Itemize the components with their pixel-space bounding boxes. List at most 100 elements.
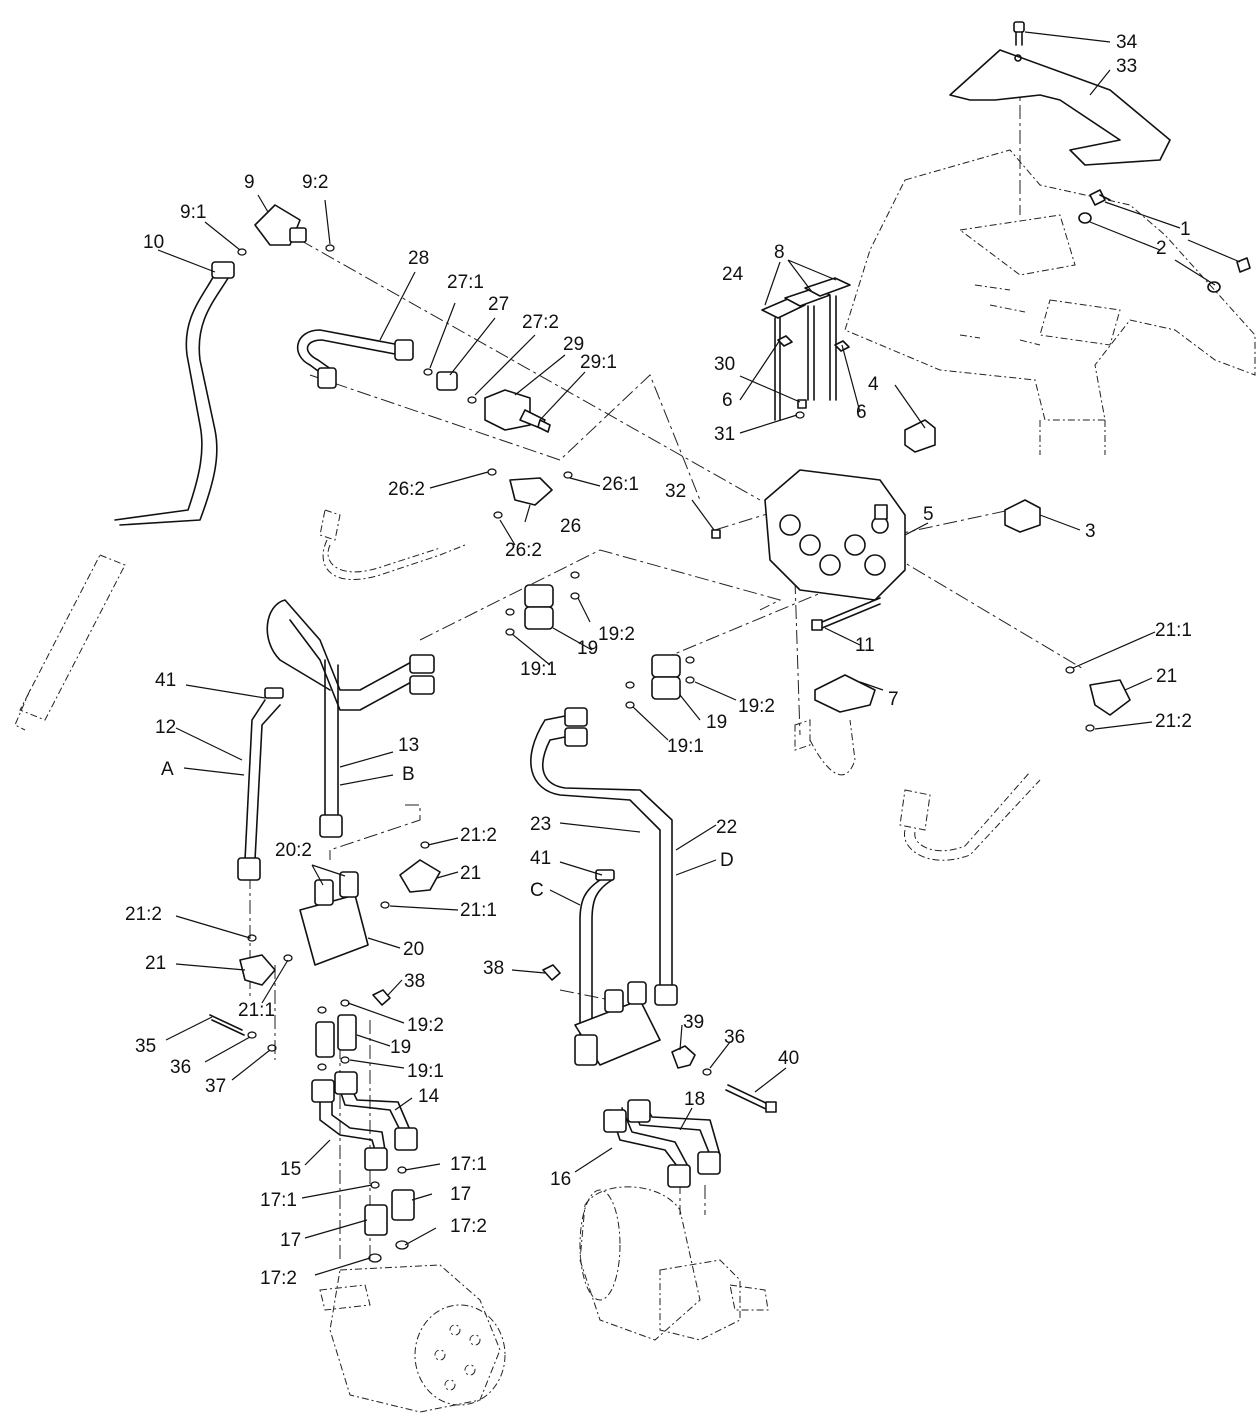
callout-19-block20: 19 (390, 1037, 411, 1058)
callout-26: 26 (560, 516, 581, 537)
part-9-elbow (237, 204, 335, 256)
callout-33: 33 (1116, 56, 1137, 77)
callout-11: 11 (855, 635, 875, 656)
callout-labels: 34 33 1 2 3 4 5 6 6 11 7 24 8 30 31 32 9… (125, 32, 1192, 1289)
callout-21-2-right: 21:2 (1155, 711, 1192, 732)
callout-26-2-lower: 26:2 (505, 540, 542, 561)
callout-12: 12 (155, 717, 176, 738)
callout-14: 14 (418, 1086, 440, 1107)
callout-9-2: 9:2 (302, 172, 328, 193)
part-36-washer-right (702, 1068, 712, 1076)
part-21-elbow-lower-left (239, 934, 293, 986)
part-19-fittings-block20 (315, 999, 357, 1071)
part-1-bolts (1089, 189, 1251, 273)
callout-19-2-block20: 19:2 (407, 1015, 444, 1036)
callout-21-2-left: 21:2 (125, 904, 162, 925)
callout-27-2: 27:2 (522, 312, 559, 333)
callout-B: B (402, 764, 415, 785)
callout-9-1: 9:1 (180, 202, 206, 223)
callout-16: 16 (550, 1169, 571, 1190)
callout-26-1: 26:1 (602, 474, 639, 495)
part-38-nuts (372, 964, 561, 1006)
part-19-fittings-lower (625, 654, 695, 709)
part-4-block (904, 419, 936, 453)
callout-19-upper: 19 (577, 638, 598, 659)
callout-13: 13 (398, 735, 419, 756)
callout-2: 2 (1156, 238, 1167, 259)
part-2-washers (1078, 212, 1221, 293)
callout-32: 32 (665, 481, 686, 502)
part-5-main-valve (764, 469, 906, 601)
callout-38-right: 38 (483, 958, 504, 979)
ghost-line-26 (319, 509, 466, 580)
left-cylinder-ghost (14, 554, 126, 731)
callout-3: 3 (1085, 521, 1096, 542)
callout-19-2-lower: 19:2 (738, 696, 775, 717)
leader-lines (157, 31, 1241, 1276)
callout-6-left: 6 (722, 390, 733, 411)
part-3-block (1004, 499, 1041, 533)
callout-4: 4 (868, 374, 879, 395)
callout-28: 28 (408, 248, 429, 269)
callout-27: 27 (488, 294, 509, 315)
callout-19-1-upper: 19:1 (520, 659, 557, 680)
callout-19-1-lower: 19:1 (667, 736, 704, 757)
part-26-tee (487, 468, 573, 519)
callout-20: 20 (403, 939, 424, 960)
callout-19-2-upper: 19:2 (598, 624, 635, 645)
part-16-18-tubes (603, 1099, 721, 1188)
part-31-washer (795, 411, 805, 419)
callout-31: 31 (714, 424, 735, 445)
assembly-center-lines (249, 55, 1086, 1260)
callout-41-right: 41 (530, 848, 551, 869)
part-40-bolt (725, 1084, 777, 1113)
callout-41-left: 41 (155, 670, 176, 691)
ghost-line-21-right (899, 771, 1041, 861)
callout-18: 18 (684, 1089, 705, 1110)
part-right-valve-block (574, 981, 678, 1066)
callout-21-1-right: 21:1 (1155, 620, 1192, 641)
callout-10: 10 (143, 232, 164, 253)
callout-D: D (720, 850, 734, 871)
callout-29: 29 (563, 334, 584, 355)
callout-1: 1 (1180, 219, 1191, 240)
part-12-13-tubes (237, 599, 435, 881)
part-28-tube (296, 329, 414, 389)
part-29-valve-block (484, 389, 551, 433)
callout-23: 23 (530, 814, 551, 835)
callout-A: A (161, 759, 174, 780)
callout-8: 8 (774, 242, 785, 263)
callout-40: 40 (778, 1048, 799, 1069)
callout-19-1-block20: 19:1 (407, 1061, 444, 1082)
callout-36-left: 36 (170, 1057, 191, 1078)
right-motor-ghost (579, 1186, 769, 1341)
part-20-valve-block (299, 871, 369, 966)
callout-6-right: 6 (856, 402, 867, 423)
part-17-fittings (364, 1166, 415, 1263)
part-33-bracket-plate (949, 49, 1171, 166)
part-27-fitting (423, 368, 477, 404)
callout-17-1-right: 17:1 (450, 1154, 487, 1175)
part-14-15-tubes (311, 1071, 418, 1171)
callout-15: 15 (280, 1159, 301, 1180)
callout-17-2-left: 17:2 (260, 1268, 297, 1289)
ghost-line-7 (794, 719, 856, 776)
part-35-36-37-bolt (209, 1014, 277, 1052)
callout-21-upper: 21 (460, 863, 481, 884)
callout-38-left: 38 (404, 971, 425, 992)
part-19-fittings-upper (505, 571, 580, 636)
callout-17-2-right: 17:2 (450, 1216, 487, 1237)
callout-C: C (530, 880, 544, 901)
part-30-screw (797, 399, 807, 409)
part-32-plug (711, 529, 721, 539)
part-7-switch (814, 674, 876, 713)
callout-21-2-upper: 21:2 (460, 825, 497, 846)
callout-35: 35 (135, 1036, 156, 1057)
part-10-tube (114, 261, 235, 526)
callout-26-2-upper: 26:2 (388, 479, 425, 500)
callout-17-left: 17 (280, 1230, 301, 1251)
part-11-bolt (811, 597, 881, 631)
callout-20-2: 20:2 (275, 840, 312, 861)
callout-21-1-left: 21:1 (238, 1000, 275, 1021)
